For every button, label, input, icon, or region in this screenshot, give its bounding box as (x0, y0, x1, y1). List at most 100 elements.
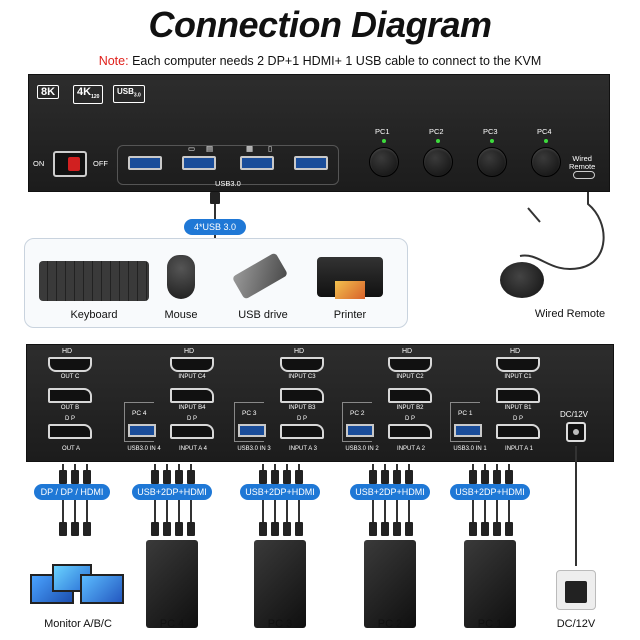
usb-in-port-3[interactable] (346, 424, 374, 437)
usb-port-1[interactable] (128, 156, 162, 170)
usb-port-4[interactable] (294, 156, 328, 170)
wired-remote-device[interactable] (500, 262, 544, 298)
pc1-button[interactable] (369, 147, 399, 177)
dp-port-top-2[interactable] (280, 388, 324, 403)
cable-bottom-2-3 (298, 500, 300, 534)
pc2-button[interactable] (423, 147, 453, 177)
dp-port-bottom-4[interactable] (496, 424, 540, 439)
out1-label-1: INPUT C4 (178, 374, 206, 380)
pc4-led (544, 139, 548, 143)
cable-bottom-4-3 (508, 500, 510, 534)
cable-bottom-3-3 (408, 500, 410, 534)
group-pc-label-1: PC 4 (132, 410, 147, 417)
keyboard-icon: ▦ (246, 144, 254, 153)
pc1-led (382, 139, 386, 143)
mouse-image (167, 255, 195, 299)
power-switch[interactable] (53, 151, 87, 177)
cable-conn-top-1-1 (163, 470, 171, 484)
badge-8k: 8K (37, 85, 60, 99)
dp-port-top-4[interactable] (496, 388, 540, 403)
cable-bottom-3-0 (372, 500, 374, 534)
group-frame-4 (450, 402, 480, 442)
hdmi-port-1[interactable] (170, 357, 214, 372)
dp-port-bottom-3[interactable] (388, 424, 432, 439)
usb-in-port-2[interactable] (238, 424, 266, 437)
peripherals-panel: Keyboard Mouse USB drive Printer (24, 238, 408, 328)
dp-port-top-3[interactable] (388, 388, 432, 403)
wired-remote-label: Wired Remote (534, 308, 606, 320)
cable-conn-top-4-1 (481, 470, 489, 484)
cable-conn-bottom-1-2 (175, 522, 183, 536)
cable-bottom-2-1 (274, 500, 276, 534)
dp-port-bottom-2[interactable] (280, 424, 324, 439)
cable-bottom-4-1 (484, 500, 486, 534)
cable-conn-bottom-2-0 (259, 522, 267, 536)
usb-in-port-4[interactable] (454, 424, 482, 437)
pc3-button[interactable] (477, 147, 507, 177)
pc-tower-2 (254, 540, 306, 628)
label-monitors: Monitor A/B/C (44, 618, 112, 630)
badge-4k-text: 4K (77, 86, 92, 98)
cable-conn-top-3-1 (381, 470, 389, 484)
kvm-front-panel: 8K 4K120 USB3.0 ON OFF ▭ ▤ ▦ ▯ USB3.0 PC… (28, 74, 610, 192)
hdmi-port-2[interactable] (280, 357, 324, 372)
label-pc-1: PC 4 (159, 618, 185, 630)
usb-port-3[interactable] (240, 156, 274, 170)
usb-drive-image (231, 252, 289, 300)
cable-bottom-2-0 (262, 500, 264, 534)
cable-conn-top-0-1 (71, 470, 79, 484)
dc-label: DC/12V (560, 410, 589, 419)
bottom-label-2: INPUT A 3 (289, 446, 317, 452)
note-label: Note: (98, 54, 129, 68)
usb-hub-area: ▭ ▤ ▦ ▯ (117, 144, 339, 185)
label-dc: DC/12V (556, 618, 596, 630)
cable-conn-bottom-3-1 (381, 522, 389, 536)
dp-port-bottom-0[interactable] (48, 424, 92, 439)
dp2-label-1: D P (186, 416, 197, 422)
label-pc-3: PC 2 (377, 618, 403, 630)
cable-conn-bottom-0-2 (83, 522, 91, 536)
pc-tower-4 (464, 540, 516, 628)
badge-4k: 4K120 (73, 85, 104, 105)
dc-jack[interactable] (566, 422, 586, 442)
dp-port-top-1[interactable] (170, 388, 214, 403)
hdmi-port-4[interactable] (496, 357, 540, 372)
cable-pill-3: USB+2DP+HDMI (350, 484, 430, 500)
cable-conn-bottom-2-2 (283, 522, 291, 536)
cable-conn-top-4-3 (505, 470, 513, 484)
cable-pill-2: USB+2DP+HDMI (240, 484, 320, 500)
peripheral-usb-drive: USB drive (238, 309, 288, 321)
usb-port-2[interactable] (182, 156, 216, 170)
cable-bottom-4-0 (472, 500, 474, 534)
keyboard-image (39, 261, 149, 301)
cable-conn-bottom-0-0 (59, 522, 67, 536)
group-frame-2 (234, 402, 264, 442)
bottom-label-3: INPUT A 2 (397, 446, 425, 452)
usb-in-port-1[interactable] (128, 424, 156, 437)
cable-conn-top-1-3 (187, 470, 195, 484)
power-adapter (556, 570, 596, 610)
hdmi-port-3[interactable] (388, 357, 432, 372)
cable-conn-bottom-1-0 (151, 522, 159, 536)
peripheral-keyboard: Keyboard (70, 309, 118, 321)
pc4-button[interactable] (531, 147, 561, 177)
dc-jack-hole (573, 429, 579, 435)
out1-label-4: INPUT C1 (504, 374, 532, 380)
cable-bottom-0-2 (86, 500, 88, 534)
cable-conn-bottom-2-3 (295, 522, 303, 536)
label-pc-4: PC 1 (477, 618, 503, 630)
power-adapter-body (565, 581, 587, 603)
dc-cable (575, 446, 577, 566)
power-switch-rocker (68, 157, 80, 171)
wired-remote-port[interactable] (573, 171, 595, 179)
dp-port-top-0[interactable] (48, 388, 92, 403)
cable-conn-top-2-3 (295, 470, 303, 484)
hdmi-port-0[interactable] (48, 357, 92, 372)
cable-bottom-1-0 (154, 500, 156, 534)
pc3-label: PC3 (483, 127, 498, 136)
usb-in-label-3: USB3.0 IN 2 (345, 446, 379, 452)
group-frame-1 (124, 402, 154, 442)
dp-port-bottom-1[interactable] (170, 424, 214, 439)
cable-bottom-1-2 (178, 500, 180, 534)
cable-conn-bottom-2-1 (271, 522, 279, 536)
